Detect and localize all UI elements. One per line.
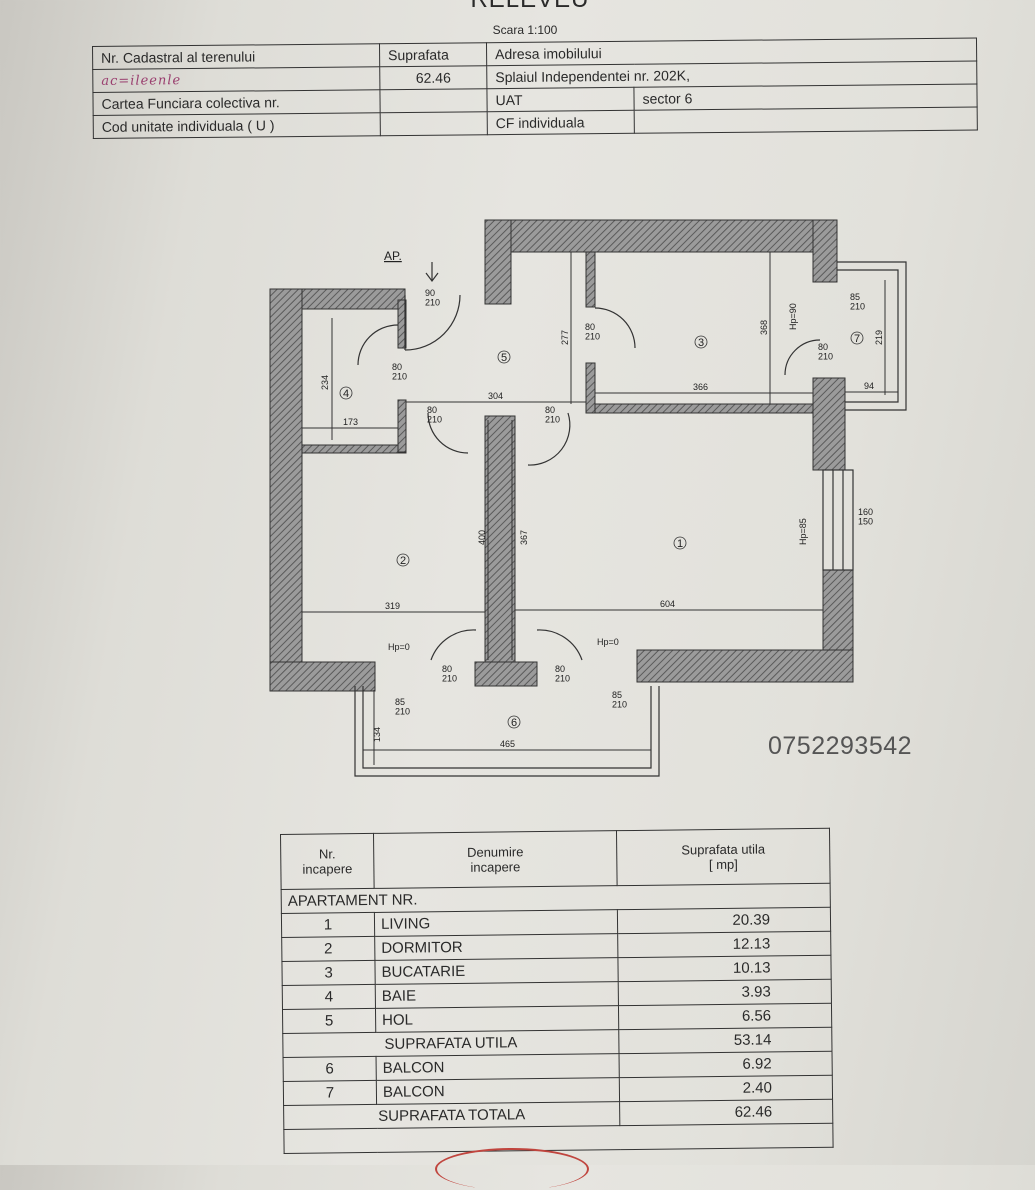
room-6-marker: 6 xyxy=(511,717,517,729)
door-hall-left-arc xyxy=(427,412,469,454)
dimension-lines xyxy=(302,252,898,765)
plan-labels: AP. 304 366 173 94 319 604 465 234 134 4… xyxy=(320,249,884,749)
door-entry-arc xyxy=(404,294,461,351)
svg-text:277: 277 xyxy=(560,330,570,345)
room-5-marker: 5 xyxy=(501,352,507,364)
wall-kitchen-left-low xyxy=(585,362,596,414)
room-1-marker: 1 xyxy=(677,538,683,550)
svg-text:304: 304 xyxy=(488,391,503,401)
thin-lines xyxy=(354,261,907,777)
window-right xyxy=(822,469,854,571)
wall-top-right-stub xyxy=(812,219,838,283)
document-title: RELEVEU xyxy=(0,0,1035,14)
phone-number: 0752293542 xyxy=(768,732,913,760)
wall-bath-right-low xyxy=(397,399,407,453)
wall-kitchen-left xyxy=(585,251,596,308)
wall-center xyxy=(484,415,516,687)
svg-text:134: 134 xyxy=(372,727,382,742)
wall-right-upper xyxy=(812,377,846,471)
svg-text:234: 234 xyxy=(320,375,330,390)
scale-note: Scara 1:100 xyxy=(492,23,558,37)
door-bath-arc xyxy=(357,324,399,366)
wall-kitchen-bottom xyxy=(594,403,814,414)
rooms-table: Nr. incapere Denumire incapere Suprafata… xyxy=(280,828,834,1154)
door-bottom-left-arc xyxy=(430,629,477,661)
stamp-mark xyxy=(435,1148,589,1190)
hp-85: Hp=85 xyxy=(798,518,808,545)
wall-bath-right xyxy=(397,299,407,349)
hp-90: Hp=90 xyxy=(788,303,798,330)
door-kitchen-arc xyxy=(594,307,636,349)
wall-top-entry xyxy=(484,219,512,305)
wall-left xyxy=(269,288,303,692)
balcony-6-outline xyxy=(354,686,660,777)
wall-bottom-left xyxy=(269,661,376,692)
room-3-marker: 3 xyxy=(698,337,704,349)
header-name: Denumire incapere xyxy=(373,830,618,889)
room-2-marker: 2 xyxy=(400,555,406,567)
svg-text:465: 465 xyxy=(500,739,515,749)
svg-text:368: 368 xyxy=(759,320,769,335)
header-area: Suprafata utila [ mp] xyxy=(616,828,831,886)
svg-text:219: 219 xyxy=(874,330,884,345)
svg-text:366: 366 xyxy=(693,382,708,392)
hp-right: Hp=0 xyxy=(597,637,619,647)
svg-text:173: 173 xyxy=(343,417,358,427)
svg-text:319: 319 xyxy=(385,601,400,611)
entrance-label: AP. xyxy=(384,249,402,263)
room-7-marker: 7 xyxy=(854,333,860,345)
room-4-marker: 4 xyxy=(343,388,349,400)
balcony-7-outline xyxy=(837,261,907,411)
wall-bath-bottom xyxy=(301,444,407,454)
wall-center-foot xyxy=(474,661,538,687)
floor-plan: AP. 304 366 173 94 319 604 465 234 134 4… xyxy=(269,219,907,777)
wall-top xyxy=(484,219,838,253)
svg-text:604: 604 xyxy=(660,599,675,609)
hp-left: Hp=0 xyxy=(388,642,410,652)
door-bottom-mid-arc xyxy=(536,629,583,661)
svg-text:367: 367 xyxy=(519,530,529,545)
door-hall-right-arc xyxy=(527,412,571,466)
walls xyxy=(269,219,854,692)
svg-text:400: 400 xyxy=(477,530,487,545)
svg-text:94: 94 xyxy=(864,381,874,391)
wall-bottom-right xyxy=(636,649,854,683)
room-markers: 1 2 3 4 5 6 7 xyxy=(339,331,864,729)
door-r7-arc xyxy=(784,339,821,376)
header-nr: Nr. incapere xyxy=(280,833,375,890)
